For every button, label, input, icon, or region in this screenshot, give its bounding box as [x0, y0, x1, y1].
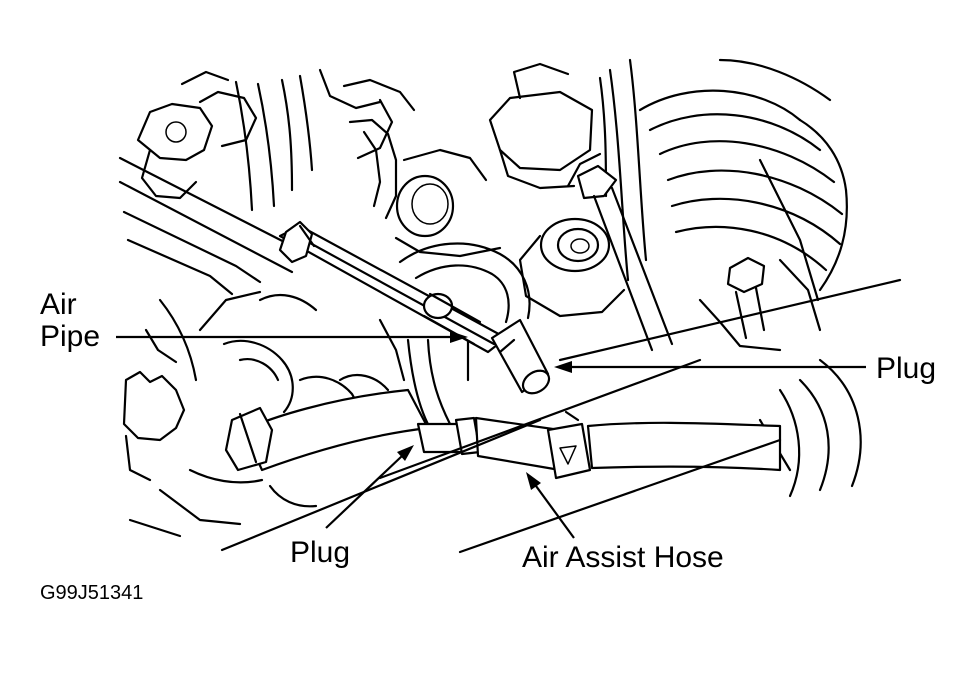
plug-bottom-leader	[325, 455, 403, 529]
label-air-assist-hose: Air Assist Hose	[522, 541, 724, 574]
engine-background	[118, 58, 902, 538]
label-plug-bottom: Plug	[290, 536, 351, 569]
leader-lines	[116, 331, 866, 539]
plug-right-arrowhead	[554, 361, 572, 373]
air-pipe	[278, 220, 551, 395]
label-air-pipe-line1: Air	[40, 288, 77, 321]
frame-lines	[220, 418, 782, 554]
label-air-pipe-line2: Pipe	[40, 320, 101, 353]
air-pipe-arrowhead	[450, 331, 468, 343]
label-plug-right: Plug	[876, 352, 937, 385]
air-assist-hose	[224, 358, 782, 480]
plug-bottom-arrowhead	[397, 445, 414, 461]
figure-code: G99J51341	[40, 582, 144, 604]
air-assist-hose-arrowhead	[526, 472, 541, 490]
air-assist-hose-leader	[535, 485, 575, 539]
